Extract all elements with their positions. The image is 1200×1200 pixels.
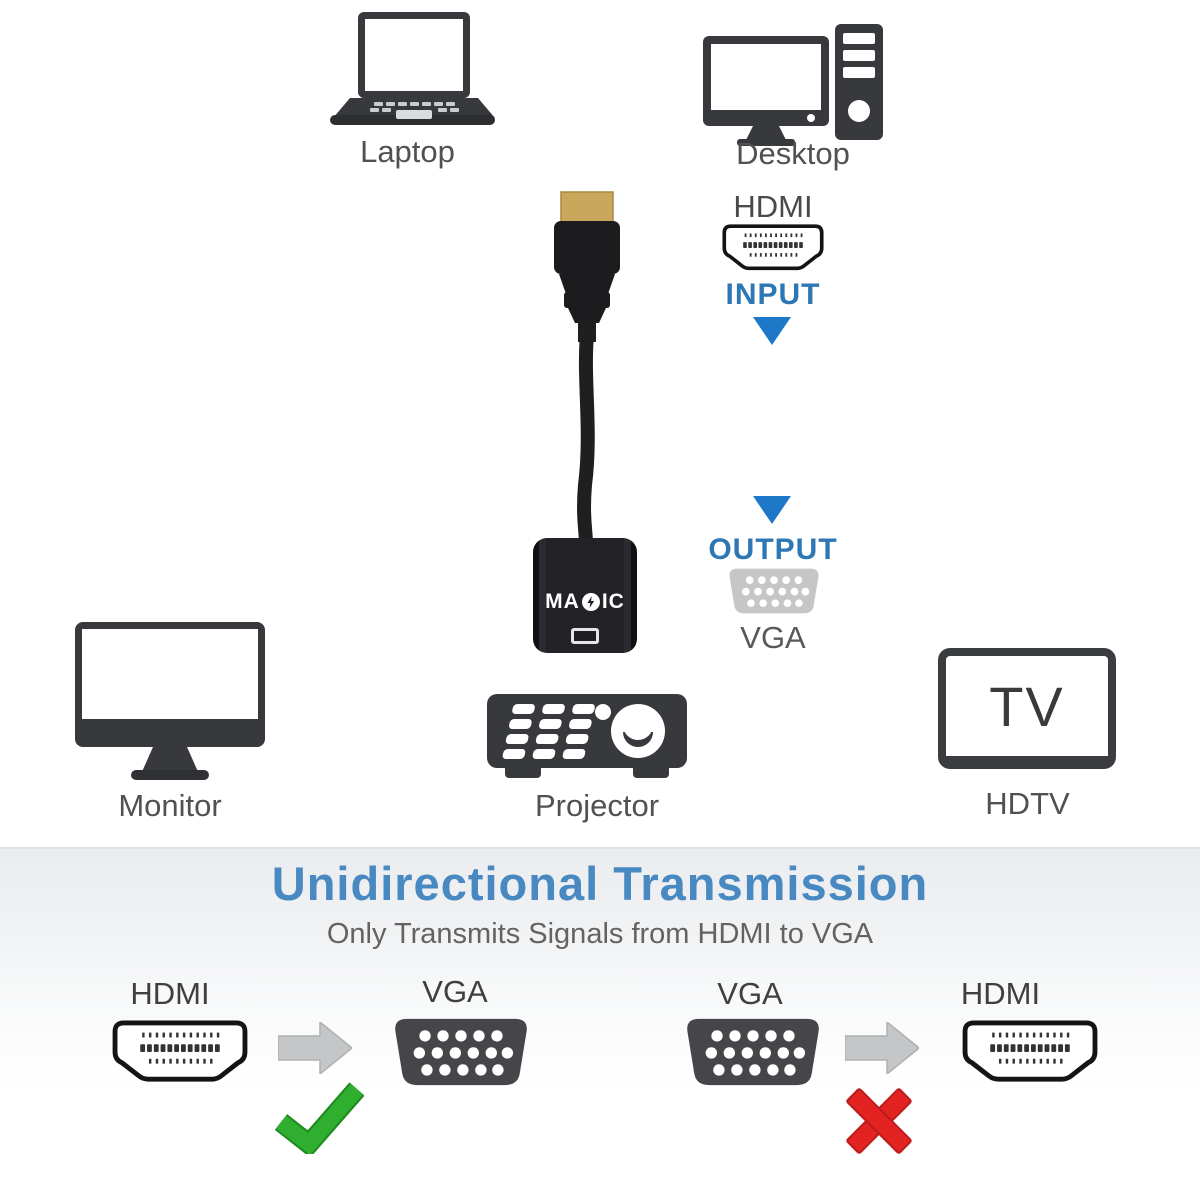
brand-prefix: MA xyxy=(545,590,580,613)
hdtv-label: HDTV xyxy=(985,786,1070,821)
cross-icon xyxy=(846,1088,912,1154)
laptop-label: Laptop xyxy=(360,134,455,169)
tv-icon: TV xyxy=(938,648,1116,769)
check-icon xyxy=(274,1082,364,1154)
banner-title: Unidirectional Transmission xyxy=(271,857,929,910)
not-allowed-to-label: HDMI xyxy=(960,976,1041,1011)
output-arrow-icon xyxy=(753,496,791,524)
arrow-right-icon xyxy=(845,1022,919,1074)
desktop-label: Desktop xyxy=(736,136,850,171)
desktop-icon xyxy=(703,24,883,146)
vga-port-icon-light xyxy=(729,568,819,614)
adapter-brand-logo: MA IC xyxy=(533,590,637,614)
vga-output-label: VGA xyxy=(740,620,806,655)
tv-screen-text: TV xyxy=(989,674,1065,738)
lightning-bolt-icon xyxy=(581,593,600,611)
not-allowed-from-label: VGA xyxy=(717,976,783,1011)
laptop-icon xyxy=(330,12,495,125)
projector-icon xyxy=(487,694,687,778)
input-arrow-icon xyxy=(753,317,791,345)
banner-subtitle: Only Transmits Signals from HDMI to VGA xyxy=(326,918,874,950)
vga-port-icon-dark xyxy=(395,1018,527,1086)
brand-suffix: IC xyxy=(601,590,625,613)
monitor-label: Monitor xyxy=(118,788,222,823)
hdmi-port-icon xyxy=(962,1020,1098,1082)
output-label: OUTPUT xyxy=(708,533,838,566)
hdmi-port-icon xyxy=(722,224,824,271)
hdmi-input-label: HDMI xyxy=(733,189,813,224)
allowed-from-label: HDMI xyxy=(130,976,210,1011)
hdmi-to-vga-adapter-cable xyxy=(554,191,620,550)
arrow-right-icon xyxy=(278,1022,352,1074)
adapter-vga-port xyxy=(571,628,599,644)
hdmi-port-icon xyxy=(112,1020,248,1082)
monitor-icon xyxy=(75,622,265,780)
input-label: INPUT xyxy=(725,278,821,311)
hdmi-to-vga-adapter-body: MA IC xyxy=(533,538,637,653)
vga-port-icon-dark xyxy=(687,1018,819,1086)
allowed-to-label: VGA xyxy=(422,974,488,1009)
projector-label: Projector xyxy=(534,788,660,823)
